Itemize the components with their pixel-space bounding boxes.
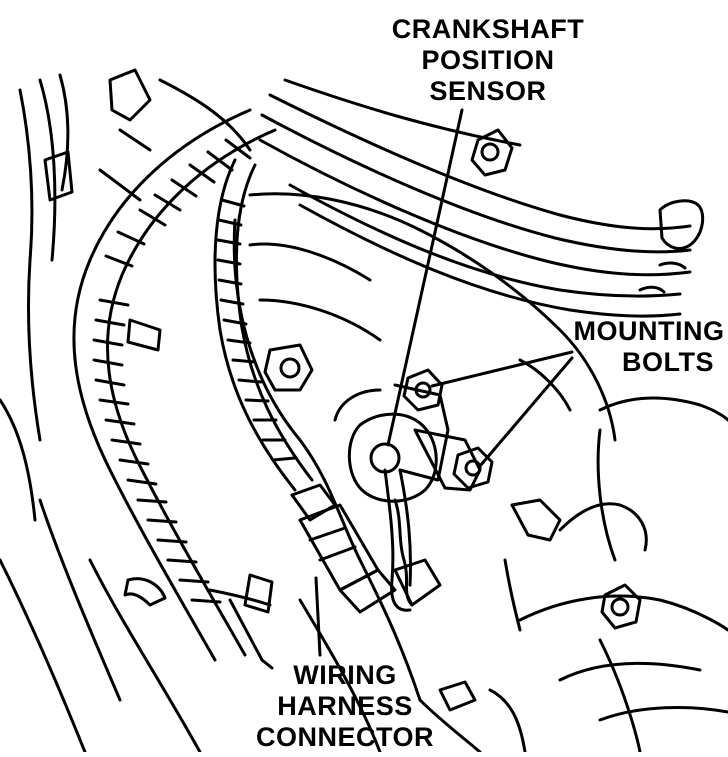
- label-line: MOUNTING: [573, 316, 725, 346]
- leader-wiring-connector: [314, 576, 322, 657]
- bracket-nut: [263, 343, 314, 392]
- lower-right-bolt: [600, 583, 642, 630]
- bottom-fitting: [418, 680, 527, 754]
- label-line: BOLTS: [622, 347, 714, 377]
- label-line: CONNECTOR: [255, 722, 434, 752]
- label-crankshaft-position-sensor: CRANKSHAFT POSITION SENSOR: [388, 14, 588, 107]
- leader-crankshaft-sensor: [386, 108, 464, 447]
- wiring-harness-connector: [290, 483, 442, 614]
- main-wiring-harness: [72, 108, 277, 662]
- leader-mounting-bolt-lower: [478, 356, 574, 468]
- crankshaft-sensor-body: [333, 383, 482, 503]
- top-bolt: [470, 128, 514, 177]
- label-line: POSITION: [421, 45, 555, 75]
- right-bracket: [503, 358, 728, 632]
- mounting-bolt-lower: [452, 446, 494, 490]
- label-line: WIRING: [293, 660, 397, 690]
- label-wiring-harness-connector: WIRING HARNESS CONNECTOR: [230, 660, 460, 753]
- label-line: SENSOR: [429, 76, 547, 106]
- fuel-lines: [258, 78, 705, 318]
- engine-block: [0, 192, 728, 754]
- left-hoses: [0, 68, 252, 522]
- sensor-pigtail: [383, 468, 414, 612]
- leader-mounting-bolt-upper: [430, 350, 574, 388]
- harness-clamp: [123, 573, 274, 670]
- mounting-bolt-upper: [402, 368, 444, 412]
- callout-leaders: [314, 108, 574, 657]
- label-mounting-bolts: MOUNTING BOLTS: [570, 316, 728, 378]
- sensor-wire-loom: [213, 158, 314, 492]
- label-line: HARNESS: [277, 691, 413, 721]
- label-line: CRANKSHAFT: [391, 14, 585, 44]
